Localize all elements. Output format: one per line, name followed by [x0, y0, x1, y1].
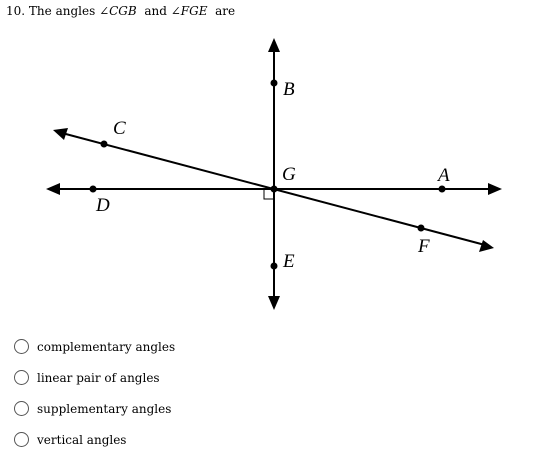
label-b: B: [283, 79, 295, 100]
arrow-right: [488, 183, 502, 195]
question-number: 10.: [6, 4, 26, 18]
question-suffix: are: [215, 4, 236, 18]
question-conjunction: and: [144, 4, 167, 18]
angle-fge: ∠FGE: [170, 4, 208, 18]
arrow-lower-right: [479, 240, 494, 252]
option-vertical[interactable]: vertical angles: [14, 424, 175, 455]
label-d: D: [95, 195, 110, 216]
question-text: 10. The angles ∠CGB and ∠FGE are: [6, 4, 235, 18]
arrow-left: [46, 183, 60, 195]
geometry-diagram: B C G A D F E: [46, 38, 502, 310]
label-f: F: [417, 236, 430, 257]
radio-button[interactable]: [14, 401, 29, 416]
option-label: supplementary angles: [37, 401, 172, 416]
option-complementary[interactable]: complementary angles: [14, 331, 175, 362]
option-label: vertical angles: [37, 432, 127, 447]
option-label: complementary angles: [37, 339, 176, 354]
answer-options: complementary angles linear pair of angl…: [14, 331, 175, 455]
arrow-upper-left: [53, 128, 68, 140]
radio-button[interactable]: [14, 432, 29, 447]
option-linear-pair[interactable]: linear pair of angles: [14, 362, 175, 393]
question-prefix: The angles: [28, 4, 96, 18]
point-e-dot: [270, 262, 278, 270]
label-a: A: [436, 165, 450, 186]
arrow-down: [268, 296, 280, 310]
arrow-up: [268, 38, 280, 52]
radio-button[interactable]: [14, 339, 29, 354]
point-c-dot: [100, 140, 108, 148]
point-g-dot: [270, 185, 278, 193]
radio-button[interactable]: [14, 370, 29, 385]
point-d-dot: [89, 185, 97, 193]
option-label: linear pair of angles: [37, 370, 160, 385]
option-supplementary[interactable]: supplementary angles: [14, 393, 175, 424]
label-c: C: [113, 118, 126, 139]
point-a-dot: [438, 185, 446, 193]
right-angle-mark: [263, 189, 274, 200]
label-g: G: [282, 164, 296, 185]
label-e: E: [282, 251, 295, 272]
angle-cgb: ∠CGB: [99, 4, 137, 18]
point-f-dot: [417, 224, 425, 232]
point-b-dot: [270, 79, 278, 87]
